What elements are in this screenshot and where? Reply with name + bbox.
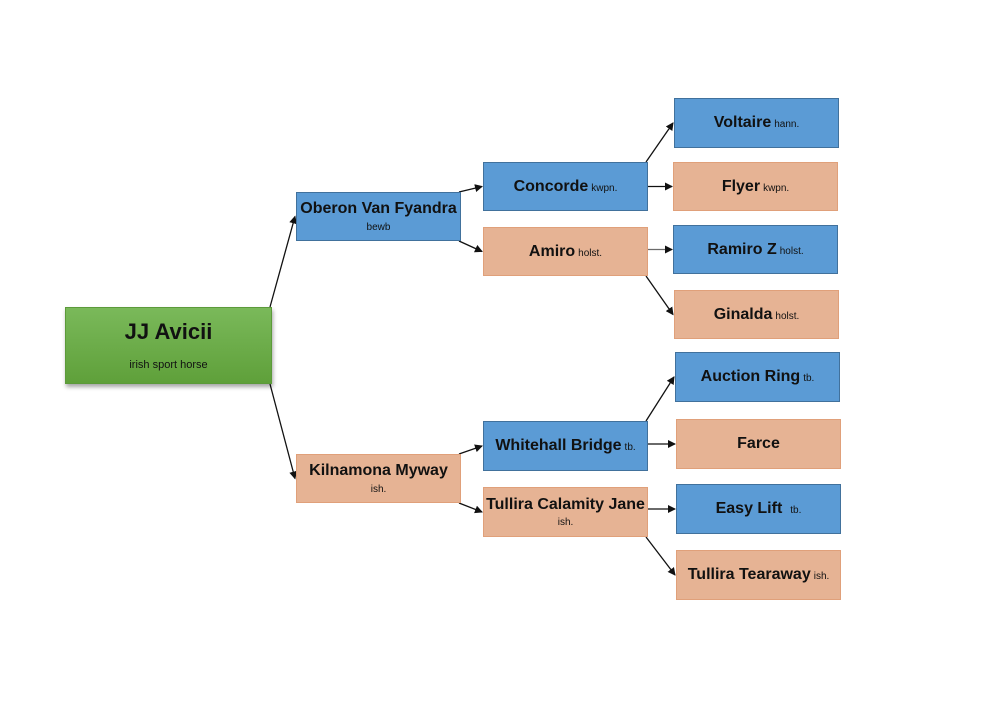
connector-arrow [269, 383, 298, 480]
horse-name: Ginalda [713, 305, 773, 323]
horse-name: Auction Ring [700, 368, 801, 386]
horse-breed: tb. [803, 373, 815, 385]
subject-name: JJ Avicii [124, 319, 213, 345]
dam-breed: ish. [370, 483, 387, 495]
ancestor-node: Easy Lift tb. [676, 484, 841, 534]
horse-breed: holst. [578, 247, 603, 259]
horse-name: Tullira Calamity Jane [486, 495, 645, 513]
connector-arrow [645, 275, 674, 316]
connector-arrow [645, 536, 676, 576]
connector-arrow [645, 376, 675, 422]
horse-name: Easy Lift [715, 500, 783, 518]
horse-breed: ish. [557, 517, 574, 529]
horse-breed: kwpn. [591, 182, 618, 194]
dam-node: Kilnamona Myway ish. [296, 454, 461, 503]
horse-breed: tb. [624, 442, 636, 454]
horse-name: Amiro [528, 242, 576, 260]
connector-arrow [458, 240, 483, 253]
sire-node: Oberon Van Fyandra bewb [296, 192, 461, 241]
ancestor-node: Farce [676, 419, 841, 469]
horse-name: Farce [737, 435, 780, 453]
horse-breed: holst. [775, 310, 800, 322]
horse-breed: holst. [779, 245, 804, 257]
horse-name: Ramiro Z [707, 240, 777, 258]
connector-arrow [269, 215, 297, 308]
connector-arrow [458, 184, 483, 193]
horse-breed: tb. [790, 505, 802, 517]
horse-name: Concorde [513, 177, 589, 195]
dam-name: Kilnamona Myway [309, 462, 448, 480]
sire-name: Oberon Van Fyandra [300, 200, 457, 218]
subject-breed: irish sport horse [129, 358, 208, 371]
horse-name: Tullira Tearaway [687, 566, 811, 584]
horse-breed: ish. [813, 571, 830, 583]
subject-node: JJ Avicii irish sport horse [65, 307, 272, 384]
horse-name: Flyer [721, 177, 761, 195]
horse-name: Whitehall Bridge [495, 437, 622, 455]
sire-breed: bewb [366, 221, 391, 233]
connector-arrow [458, 444, 483, 455]
dam-dam-node: Tullira Calamity Jane ish. [483, 487, 648, 537]
connector-arrow [458, 502, 483, 514]
horse-breed: kwpn. [763, 182, 790, 194]
connector-arrow [645, 122, 674, 163]
horse-breed: hann. [774, 119, 800, 131]
horse-name: Voltaire [713, 114, 772, 132]
